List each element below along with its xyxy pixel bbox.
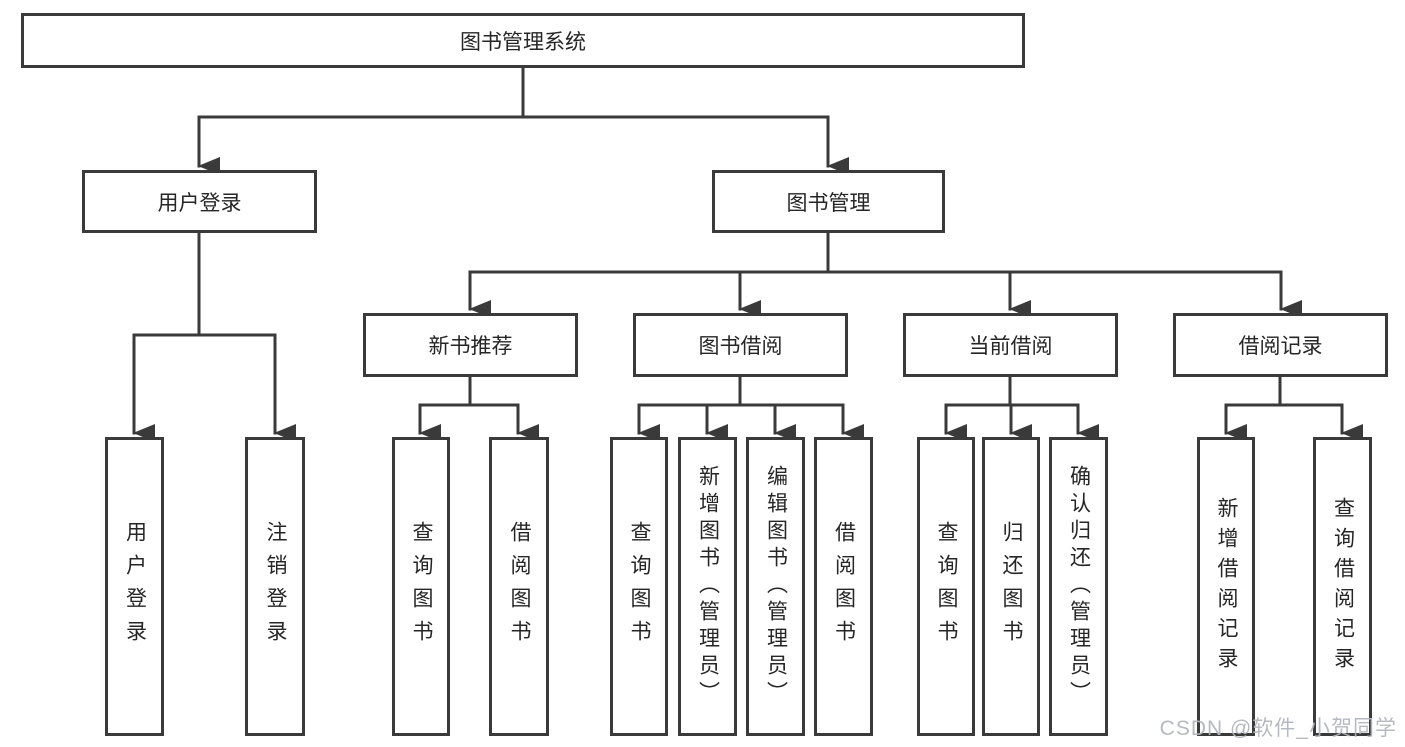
node-book-management: 图书管理 [712, 170, 945, 233]
leaf-confirm-return-admin-label: 确认归还（管理员） [1067, 465, 1091, 708]
node-current-borrow: 当前借阅 [903, 313, 1118, 377]
leaf-borrow-book-2: 借阅图书 [814, 437, 873, 736]
node-library-system-label: 图书管理系统 [460, 30, 586, 54]
leaf-user-login-label: 用户登录 [123, 520, 147, 653]
node-user-login-label: 用户登录 [157, 191, 242, 215]
leaf-query-book-1-label: 查询图书 [410, 520, 433, 653]
node-current-borrow-label: 当前借阅 [968, 335, 1053, 358]
leaf-add-borrow-record: 新增借阅记录 [1197, 437, 1255, 736]
node-borrow-records-label: 借阅记录 [1238, 335, 1323, 358]
node-library-system: 图书管理系统 [21, 13, 1025, 68]
node-user-login: 用户登录 [82, 170, 317, 233]
leaf-add-borrow-record-label: 新增借阅记录 [1215, 496, 1238, 677]
leaf-borrow-book-2-label: 借阅图书 [832, 520, 856, 653]
leaf-borrow-book-1-label: 借阅图书 [508, 520, 531, 653]
leaf-logout-label: 注销登录 [264, 520, 287, 653]
leaf-query-borrow-record: 查询借阅记录 [1313, 437, 1372, 736]
leaf-confirm-return-admin: 确认归还（管理员） [1049, 437, 1108, 736]
node-book-borrow-label: 图书借阅 [698, 335, 783, 358]
leaf-edit-book-admin: 编辑图书（管理员） [746, 437, 805, 736]
leaf-query-borrow-record-label: 查询借阅记录 [1331, 496, 1355, 677]
leaf-query-book-1: 查询图书 [392, 437, 450, 736]
leaf-query-book-3-label: 查询图书 [935, 520, 958, 653]
leaf-edit-book-admin-label: 编辑图书（管理员） [764, 465, 788, 708]
node-new-book-recommend: 新书推荐 [363, 313, 578, 377]
node-book-management-label: 图书管理 [786, 191, 871, 215]
leaf-logout: 注销登录 [245, 437, 305, 736]
leaf-return-book-label: 归还图书 [1000, 520, 1023, 653]
leaf-borrow-book-1: 借阅图书 [489, 437, 549, 736]
node-new-book-recommend-label: 新书推荐 [428, 335, 513, 358]
leaf-query-book-3: 查询图书 [917, 437, 975, 736]
leaf-query-book-2: 查询图书 [610, 437, 668, 736]
leaf-add-book-admin: 新增图书（管理员） [678, 437, 737, 736]
csdn-watermark: CSDN @软件_小贺同学 [1159, 717, 1397, 740]
leaf-query-book-2-label: 查询图书 [628, 520, 651, 653]
leaf-add-book-admin-label: 新增图书（管理员） [696, 465, 720, 708]
node-book-borrow: 图书借阅 [633, 313, 848, 377]
leaf-return-book: 归还图书 [982, 437, 1040, 736]
leaf-user-login: 用户登录 [105, 437, 164, 736]
node-borrow-records: 借阅记录 [1173, 313, 1388, 377]
